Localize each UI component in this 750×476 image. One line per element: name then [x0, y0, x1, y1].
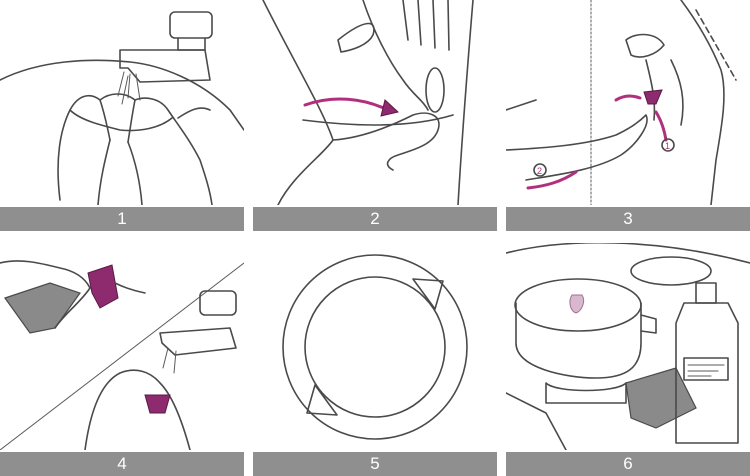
wash-hands-illustration — [0, 11, 244, 205]
panel-anatomy-removal: 1 2 — [506, 0, 750, 205]
step-label-1: 1 — [0, 207, 244, 231]
arrow-number-2: 2 — [537, 166, 542, 176]
panel-wash-hands — [0, 0, 244, 205]
panel-empty-rinse — [0, 243, 244, 450]
step-label-5: 5 — [253, 452, 497, 476]
panel-repeat-cycle — [253, 243, 497, 450]
anatomy-illustration: 1 2 — [506, 0, 737, 205]
step-label-2: 2 — [253, 207, 497, 231]
step-label-4: 4 — [0, 452, 244, 476]
arrow-number-1: 1 — [665, 141, 670, 151]
cycle-icon — [282, 254, 468, 440]
panel-insert — [253, 0, 497, 205]
step-label-6: 6 — [506, 452, 750, 476]
insert-illustration — [262, 0, 474, 205]
boil-store-illustration — [506, 243, 750, 450]
step-label-3: 3 — [506, 207, 750, 231]
panel-boil-store — [506, 243, 750, 450]
empty-rinse-illustration — [0, 260, 244, 450]
